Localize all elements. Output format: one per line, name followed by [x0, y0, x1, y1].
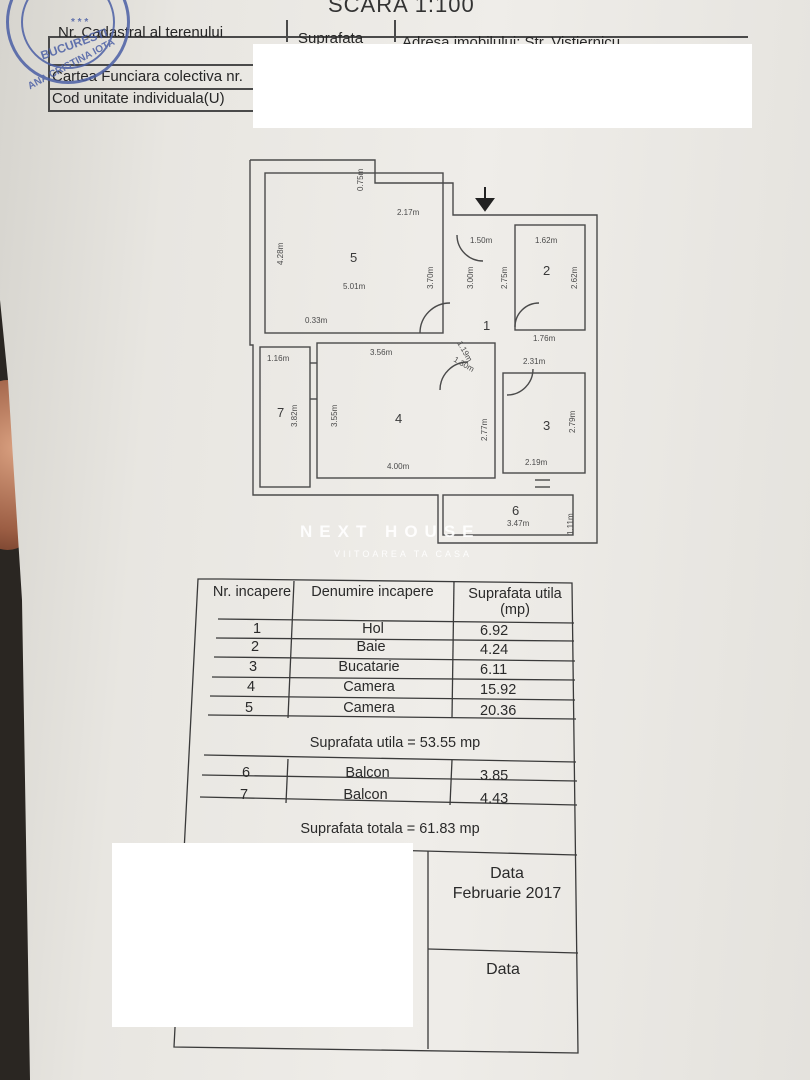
dim-4-28: 4.28m [276, 242, 285, 265]
dim-2-75: 2.75m [500, 266, 509, 289]
unit-code-label: Cod unitate individuala(U) [52, 90, 225, 107]
stamp-stars: * * * [71, 17, 89, 28]
room-label-2: 2 [543, 263, 550, 278]
dim-1-11: 1.11m [566, 513, 575, 535]
room-label-7: 7 [277, 405, 284, 420]
row-4-area: 15.92 [480, 682, 517, 698]
room-table-grid [173, 578, 579, 1054]
watermark-brand: NEXT HOUSE [300, 522, 481, 541]
header-room-area: Suprafata utila (mp) [468, 586, 562, 618]
dim-5-01: 5.01m [343, 282, 366, 291]
dim-3-82: 3.82m [290, 404, 299, 427]
row-1-nr: 1 [252, 621, 262, 637]
date-value: Februarie 2017 [452, 885, 562, 902]
row-7-name: Balcon [343, 787, 388, 803]
row-6-area: 3.85 [480, 768, 509, 784]
watermark-tagline: VIITOAREA TA CASA [334, 549, 473, 559]
row-7-area: 4.43 [480, 791, 509, 807]
header-divider-2 [394, 20, 396, 42]
header-rule-top [48, 36, 748, 38]
dim-0-33: 0.33m [305, 316, 328, 325]
row-5-area: 20.36 [480, 703, 517, 719]
dim-1-50: 1.50m [470, 236, 493, 245]
dim-4-00: 4.00m [387, 462, 410, 471]
room-label-5: 5 [350, 250, 357, 265]
dim-3-00: 3.00m [466, 266, 475, 289]
dim-0-75: 0.75m [356, 168, 365, 191]
dim-1-62: 1.62m [535, 236, 558, 245]
dim-3-47: 3.47m [507, 519, 530, 528]
dim-1-76: 1.76m [533, 334, 556, 343]
dim-3-55: 3.55m [330, 404, 339, 427]
redaction-signature [112, 843, 413, 1027]
dim-2-62: 2.62m [570, 266, 579, 289]
floor-plan: 5 2 1 4 3 6 7 0.75m 2.17m 4.28m 5.01m 3.… [249, 159, 598, 544]
dim-2-77: 2.77m [480, 418, 489, 441]
door-arc-2 [514, 302, 540, 328]
room-3-outline [502, 372, 586, 474]
door-arc-4 [439, 361, 469, 391]
row-4-nr: 4 [246, 679, 256, 695]
row-2-name: Baie [356, 639, 386, 655]
dim-3-56: 3.56m [370, 348, 393, 357]
room-label-4: 4 [395, 411, 402, 426]
room-4-outline [316, 342, 496, 479]
dim-2-17: 2.17m [397, 208, 420, 217]
row-1-name: Hol [362, 621, 384, 637]
dim-1-16: 1.16m [267, 354, 290, 363]
dim-2-79: 2.79m [568, 410, 577, 433]
row-3-area: 6.11 [480, 662, 508, 678]
room-label-3: 3 [543, 418, 550, 433]
row-3-name: Bucatarie [338, 659, 400, 675]
surface-label: Suprafata [298, 30, 364, 47]
header-room-name: Denumire incapere [311, 584, 434, 600]
room-5-outline [264, 172, 444, 334]
row-7-nr: 7 [239, 787, 249, 803]
room-label-6: 6 [512, 503, 519, 518]
header-room-nr: Nr. incapere [212, 584, 292, 600]
room-label-1: 1 [483, 318, 490, 333]
dim-3-70: 3.70m [426, 266, 435, 289]
header-divider-1 [286, 20, 288, 42]
redaction-header [253, 44, 752, 128]
row-2-area: 4.24 [480, 642, 509, 658]
room-2-outline [514, 224, 586, 331]
row-6-name: Balcon [345, 765, 390, 781]
row-4-name: Camera [343, 679, 395, 695]
date-label-1: Data [490, 865, 524, 882]
door-arc-entry [456, 234, 484, 262]
row-3-nr: 3 [248, 659, 258, 675]
row-1-area: 6.92 [480, 623, 509, 639]
grand-total: Suprafata totala = 61.83 mp [300, 821, 480, 837]
room-6-outline [442, 494, 574, 536]
header-rule-mid [48, 64, 258, 66]
entry-arrow-icon [475, 187, 495, 212]
plan-outer-wall [249, 159, 598, 544]
row-5-name: Camera [343, 700, 395, 716]
header-rule-bottom [48, 110, 258, 112]
useful-total: Suprafata utila = 53.55 mp [309, 735, 481, 751]
row-6-nr: 6 [241, 765, 251, 781]
row-5-nr: 5 [244, 700, 254, 716]
dim-2-31: 2.31m [523, 357, 546, 366]
date-label-2: Data [486, 961, 520, 978]
scale-title: SCARA 1:100 [328, 0, 475, 17]
door-arc-3 [506, 368, 534, 396]
header-rule-mid2 [48, 88, 258, 90]
room-7-outline [259, 346, 311, 488]
door-arc-5 [419, 302, 451, 334]
dim-2-19: 2.19m [525, 458, 548, 467]
row-2-nr: 2 [250, 639, 260, 655]
